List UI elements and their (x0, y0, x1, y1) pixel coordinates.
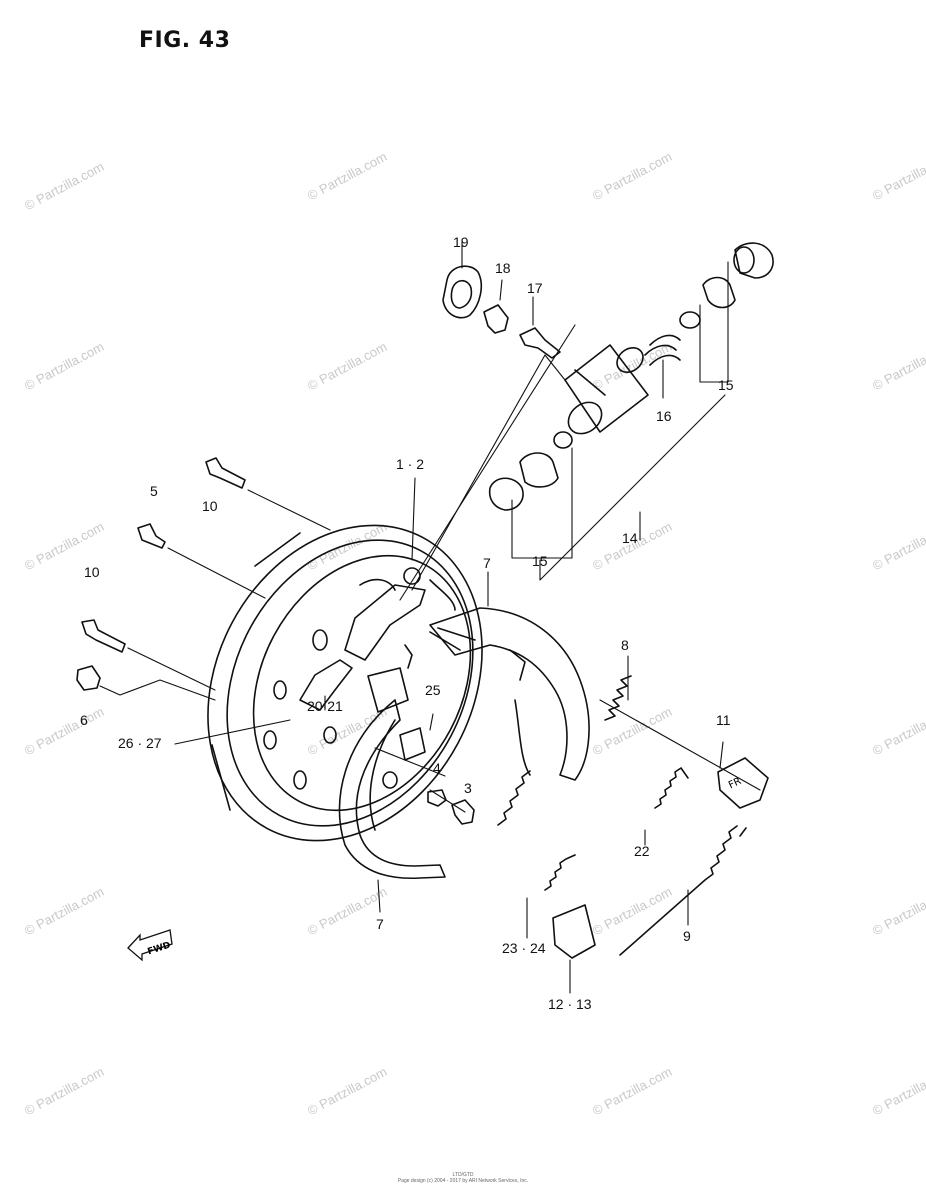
callout-16: 16 (656, 408, 672, 424)
footer-line-2: Page design (c) 2004 - 2017 by ARI Netwo… (397, 1178, 529, 1184)
callout-10-lower: 10 (84, 564, 100, 580)
spring-23-drawing (544, 854, 576, 891)
retainer-12-drawing (552, 904, 596, 959)
callout-10-upper: 10 (202, 498, 218, 514)
callout-15-upper: 15 (718, 377, 734, 393)
fwd-arrow-icon: FWD (127, 929, 173, 962)
callout-1-2: 1 · 2 (396, 456, 425, 472)
wheel-cylinder-drawing (564, 344, 649, 435)
callout-17: 17 (527, 280, 543, 296)
callout-25: 25 (425, 682, 441, 698)
nut-6-drawing (76, 665, 101, 691)
callout-11: 11 (716, 712, 731, 728)
clip-fr-mark: FR (727, 776, 743, 791)
callout-6: 6 (80, 712, 88, 728)
cap-18-drawing (483, 304, 509, 334)
callout-18: 18 (495, 260, 511, 276)
callout-9: 9 (683, 928, 691, 944)
bolt-3-drawing (451, 799, 475, 825)
clip-11-drawing (717, 757, 769, 809)
spring-8-drawing (604, 675, 632, 721)
callout-7-lower: 7 (376, 916, 384, 932)
bolt-10-lower-drawing (81, 619, 126, 653)
footer-line-1: LTD/GTD (452, 1172, 474, 1178)
callout-8: 8 (621, 637, 629, 653)
boot-19-drawing (442, 265, 482, 319)
callout-26-27: 26 · 27 (118, 735, 162, 751)
brake-shoe-lower-drawing (338, 667, 446, 880)
brake-shoe-upper-drawing (429, 607, 590, 781)
leader-lines (99, 241, 761, 994)
callout-22: 22 (634, 843, 650, 859)
callout-3: 3 (464, 780, 472, 796)
callout-14: 14 (622, 530, 638, 546)
spring-lower-drawing (497, 770, 531, 826)
backing-plate-drawing (207, 524, 483, 842)
bleeder-17-drawing (519, 327, 561, 359)
callout-7-upper: 7 (483, 555, 491, 571)
callout-5: 5 (150, 483, 158, 499)
piston-set-upper-drawing (644, 242, 774, 366)
callout-23-24: 23 · 24 (502, 940, 546, 956)
piston-set-lower-drawing (488, 431, 573, 511)
callout-4: 4 (433, 760, 441, 776)
callout-20-21: 20·21 (307, 698, 343, 714)
bolt-10-upper-drawing (205, 457, 246, 489)
nut-4-drawing (427, 789, 447, 807)
callout-19: 19 (453, 234, 469, 250)
figure-title: FIG. 43 (139, 28, 231, 53)
callout-12-13: 12 · 13 (548, 996, 592, 1012)
bolt-5-drawing (137, 523, 166, 549)
callout-15-lower: 15 (532, 553, 548, 569)
spring-9-drawing (619, 825, 747, 956)
spring-22-drawing (654, 767, 689, 809)
footer: LTD/GTD Page design (c) 2004 - 2017 by A… (0, 1172, 926, 1184)
